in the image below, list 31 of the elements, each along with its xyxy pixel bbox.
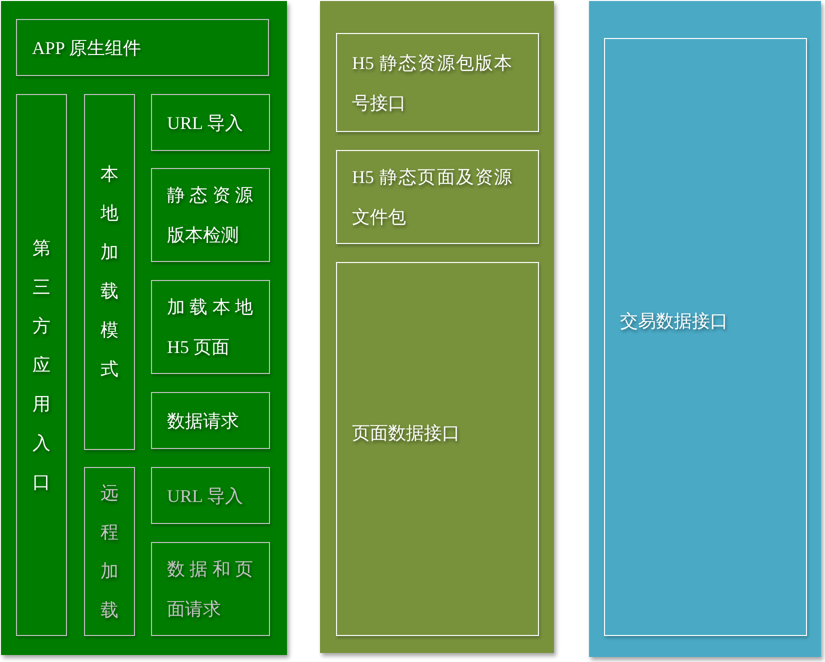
module-label: 数据和页面请求: [167, 558, 253, 621]
module-label: 页面数据接口: [352, 422, 460, 445]
module-box: [151, 542, 270, 636]
module-label: 远程加载: [100, 482, 118, 622]
column-panel: [589, 1, 821, 657]
module-box: [151, 392, 270, 449]
module-label: URL 导入: [167, 484, 243, 508]
module-box: [151, 168, 270, 262]
module-box: [84, 467, 135, 636]
module-label: H5 静态页面及资源文件包: [352, 166, 512, 229]
module-label: URL 导入: [167, 112, 243, 134]
column-panel: [320, 1, 554, 653]
module-label: 交易数据接口: [620, 310, 728, 333]
module-box: [151, 94, 270, 151]
module-box: [604, 38, 807, 636]
module-box: [16, 19, 269, 76]
module-label: APP 原生组件: [32, 36, 141, 60]
column-panel: [1, 1, 287, 655]
module-box: [16, 94, 67, 636]
module-box: [336, 150, 539, 244]
module-label: 数据请求: [167, 410, 239, 432]
module-box: [336, 262, 539, 636]
module-label: 加载本地 H5 页面: [167, 296, 253, 359]
module-box: [151, 280, 270, 374]
module-label: 静态资源版本检测: [167, 184, 253, 247]
module-box: [336, 33, 539, 132]
module-box: [151, 467, 270, 524]
module-label: H5 静态资源包版本号接口: [352, 52, 512, 114]
module-label: 本地加载模式: [100, 163, 118, 381]
module-label: 第三方应用入口: [32, 236, 50, 494]
module-box: [84, 94, 135, 450]
